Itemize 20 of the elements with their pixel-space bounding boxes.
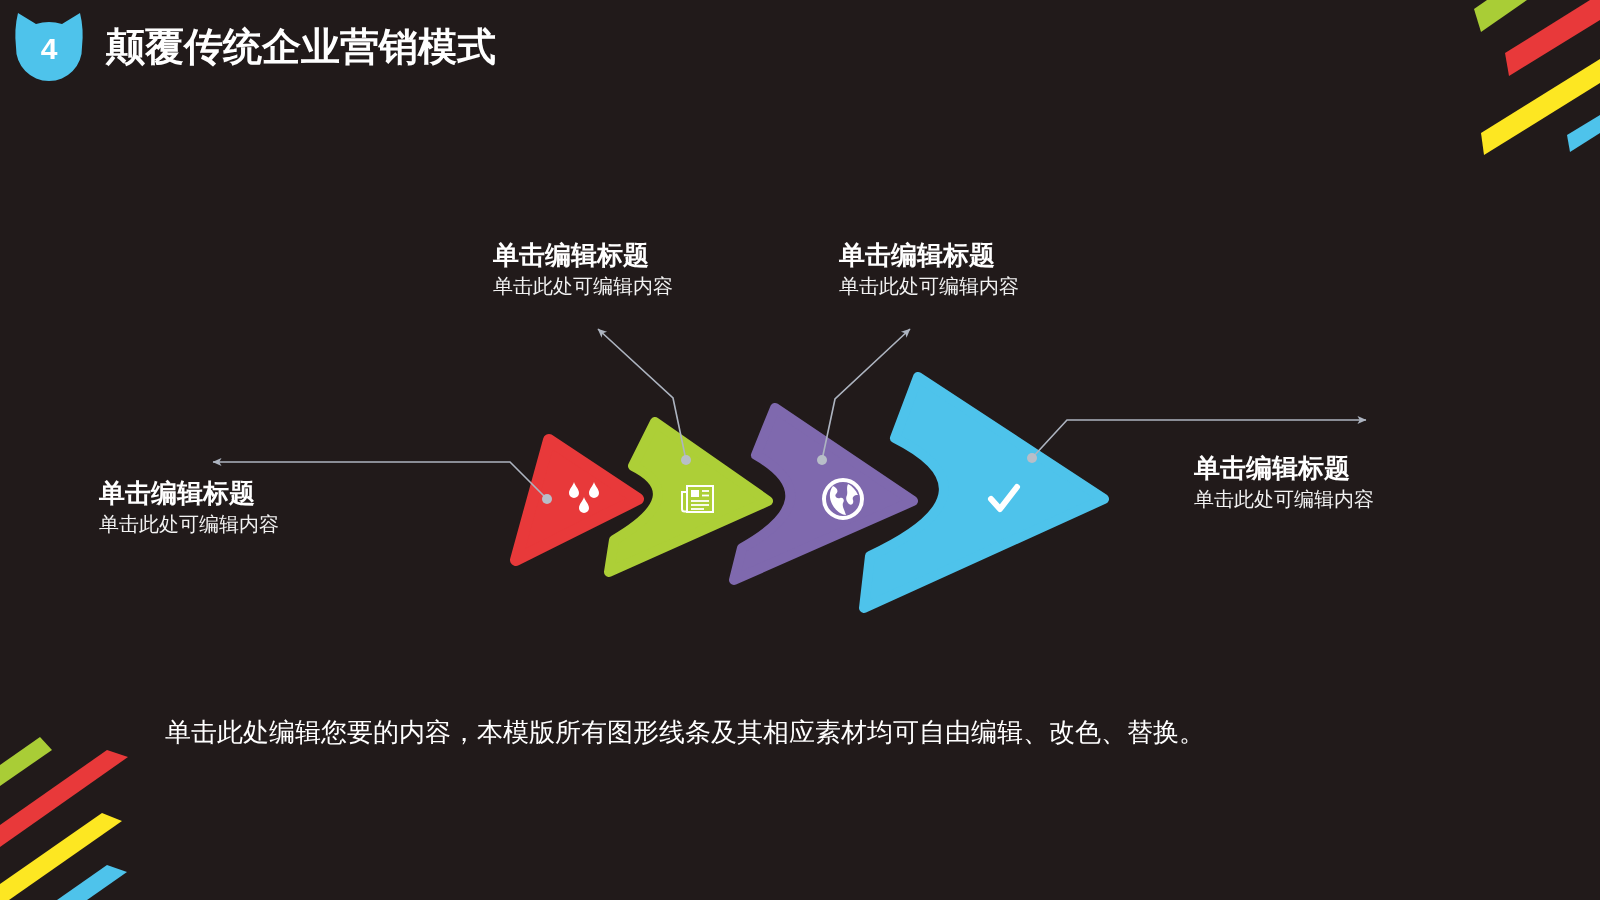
- leader-line: [817, 328, 911, 465]
- triangle-shape: [728, 402, 920, 587]
- body-text: 单击此处可编辑内容: [1194, 487, 1374, 512]
- leader-line: [1027, 415, 1367, 463]
- leader-line: [597, 328, 691, 465]
- slide-title: 颠覆传统企业营销模式: [106, 24, 496, 70]
- triangle-shape: [509, 433, 645, 568]
- cat-head-badge: [14, 11, 84, 82]
- triangle-shape: [603, 416, 775, 579]
- leader-line: [212, 457, 552, 504]
- body-text: 单击此处可编辑内容: [493, 274, 673, 299]
- heading-text: 单击编辑标题: [1194, 452, 1350, 485]
- body-text: 单击此处可编辑内容: [839, 274, 1019, 299]
- triangle-shape: [857, 370, 1111, 615]
- heading-text: 单击编辑标题: [99, 477, 255, 510]
- heading-text: 单击编辑标题: [839, 239, 995, 272]
- heading-text: 单击编辑标题: [493, 239, 649, 272]
- body-text: 单击此处可编辑内容: [99, 512, 279, 537]
- note-text: 单击此处编辑您要的内容，本模版所有图形线条及其相应素材均可自由编辑、改色、替换。: [165, 716, 1205, 749]
- badge-number: 4: [40, 31, 58, 67]
